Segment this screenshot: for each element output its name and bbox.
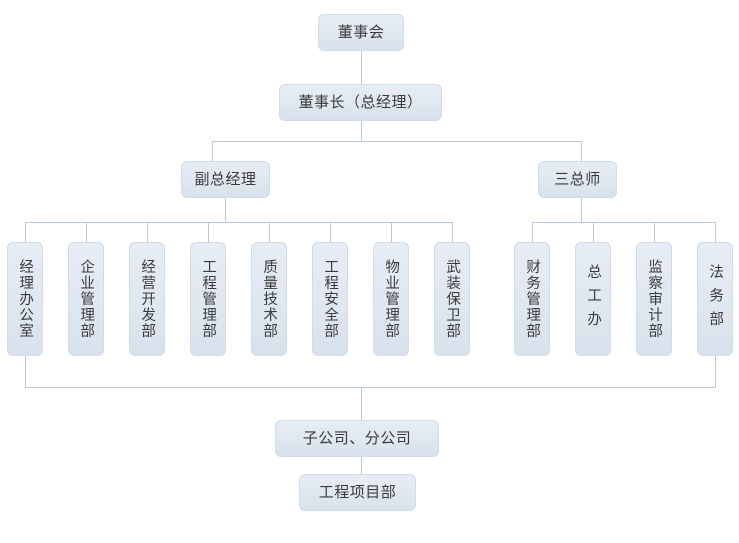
node-enterprise-mgmt[interactable]: 企业管理部 [68,242,104,356]
connector-bus-to-legal-affairs [715,222,716,242]
node-legal-affairs[interactable]: 法务部 [697,242,733,356]
connector-bus-to-quality-tech [269,222,270,242]
node-supervision-audit[interactable]: 监察审计部 [636,242,672,356]
connector-deputy-gm-down [225,198,226,222]
connector-bus-to-finance-mgmt [532,222,533,242]
connector-board-to-chairman [361,51,362,84]
connector-bus-to-armed-security [452,222,453,242]
connector-bus-to-supervision-audit [654,222,655,242]
node-armed-security[interactable]: 武装保卫部 [434,242,470,356]
connector-bottom-bus-to-subsidiaries [361,387,362,420]
node-manager-office[interactable]: 经理办公室 [7,242,43,356]
connector-manager-office-down [25,356,26,387]
connector-bus-to-three-chiefs [581,141,582,161]
connector-right-dept-bus [532,222,715,223]
node-project-dept[interactable]: 工程项目部 [299,474,416,511]
node-subsidiaries[interactable]: 子公司、分公司 [275,420,439,457]
node-finance-mgmt[interactable]: 财务管理部 [514,242,550,356]
connector-bus-to-engineering-mgmt [208,222,209,242]
connector-subsidiaries-to-project-dept [361,457,362,474]
node-engineering-safety[interactable]: 工程安全部 [312,242,348,356]
connector-legal-affairs-down [715,356,716,387]
node-chief-eng-office[interactable]: 总工办 [575,242,611,356]
node-quality-tech[interactable]: 质量技术部 [251,242,287,356]
node-property-mgmt[interactable]: 物业管理部 [373,242,409,356]
node-business-dev[interactable]: 经营开发部 [129,242,165,356]
connector-bottom-bus [25,387,716,388]
node-deputy-gm[interactable]: 副总经理 [181,161,270,198]
connector-bus-to-property-mgmt [391,222,392,242]
connector-bus-to-chief-eng-office [593,222,594,242]
connector-left-dept-bus [25,222,452,223]
connector-bus-to-business-dev [147,222,148,242]
connector-chairman-down [361,121,362,141]
node-engineering-mgmt[interactable]: 工程管理部 [190,242,226,356]
connector-bus-to-manager-office [25,222,26,242]
node-board[interactable]: 董事会 [318,14,404,51]
connector-level3-bus [212,141,582,142]
node-three-chiefs[interactable]: 三总师 [538,161,617,198]
connector-bus-to-enterprise-mgmt [86,222,87,242]
connector-bus-to-deputy-gm [212,141,213,161]
connector-bus-to-engineering-safety [330,222,331,242]
node-chairman[interactable]: 董事长（总经理） [279,84,442,121]
connector-three-chiefs-down [581,198,582,222]
